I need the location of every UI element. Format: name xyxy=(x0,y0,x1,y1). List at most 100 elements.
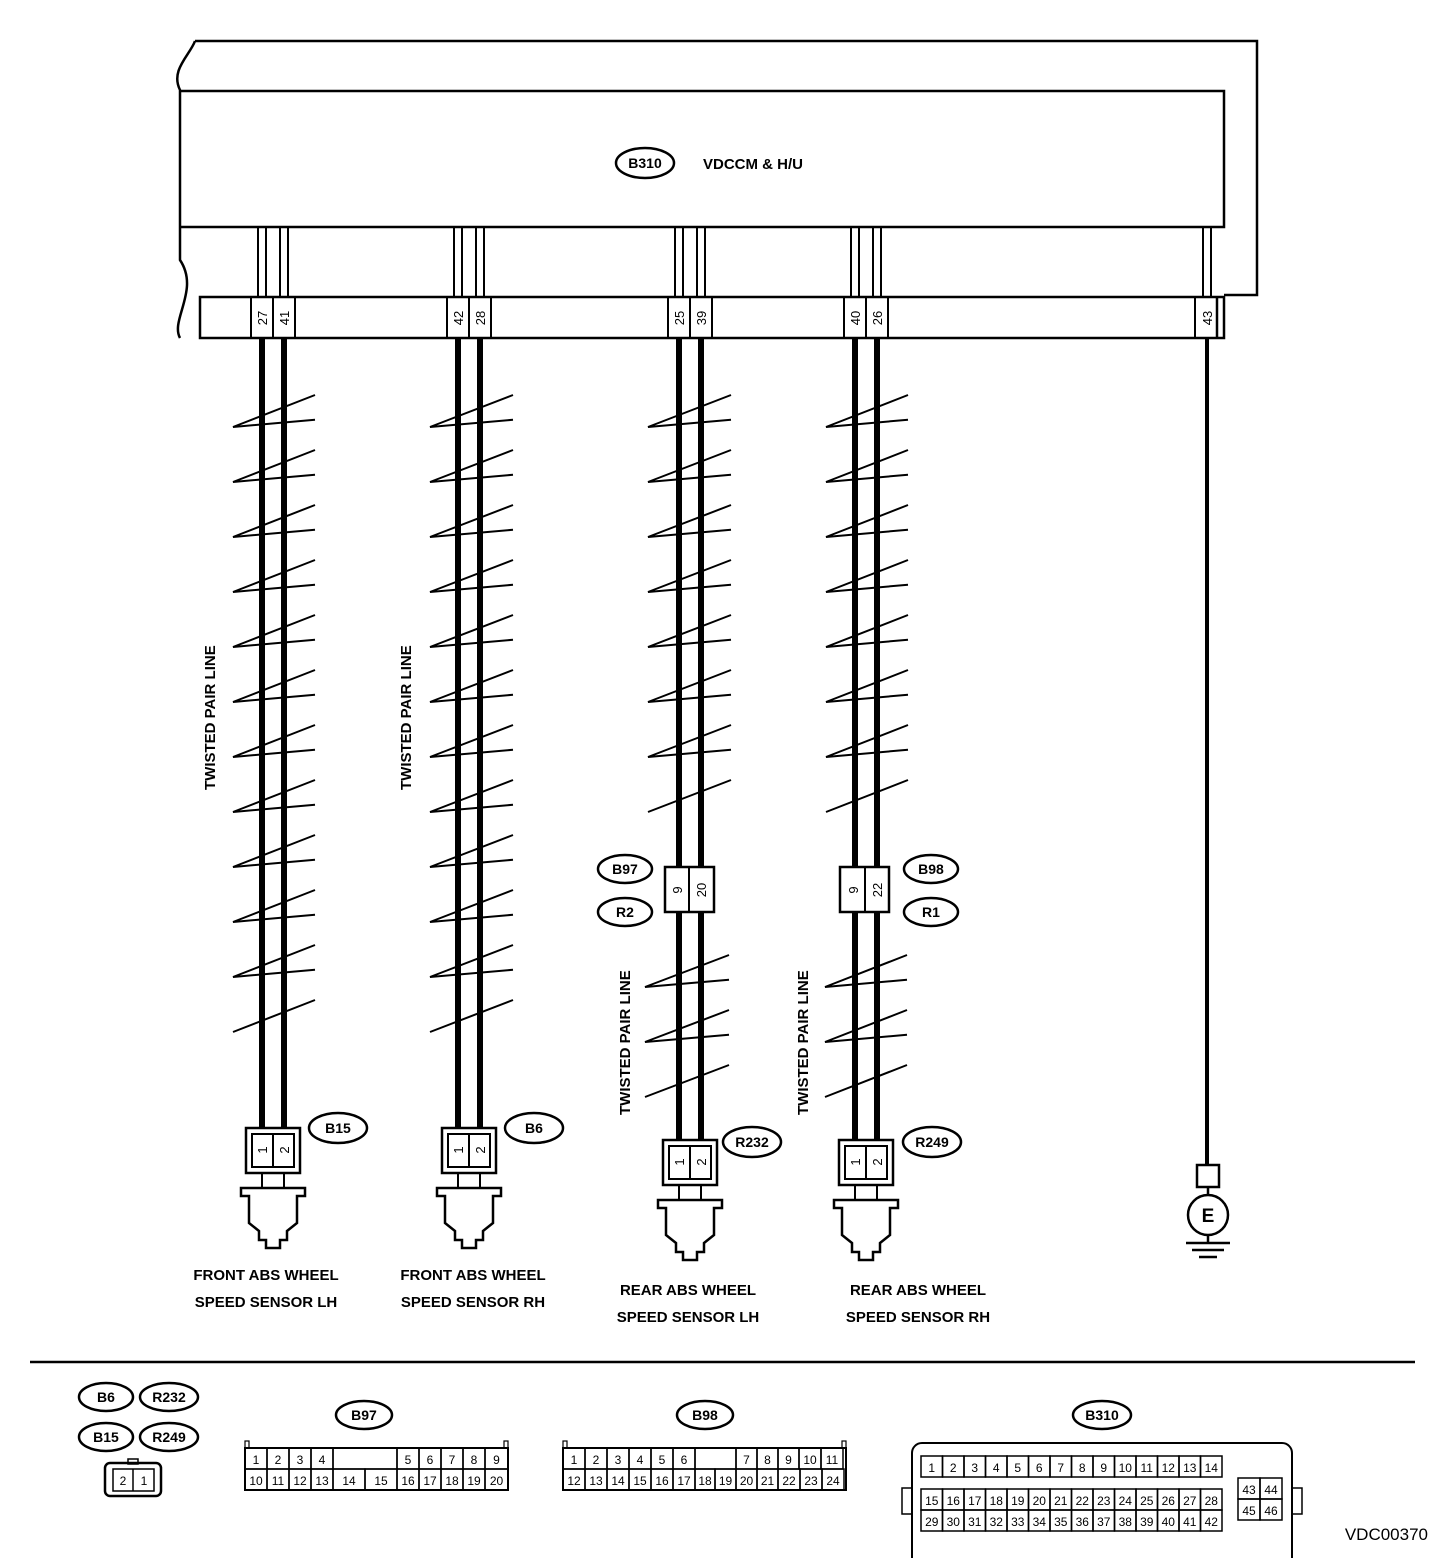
sensor-tag-oval xyxy=(307,1111,369,1145)
sensor-body xyxy=(435,1186,503,1250)
header-pin-27: 27 xyxy=(255,311,270,325)
legend-b310-r1-pin-9: 9 xyxy=(1100,1461,1107,1475)
twist-front-lh xyxy=(232,394,316,1033)
junction-b97-pin-b: 20 xyxy=(694,883,709,897)
legend-b310-r1-pin-6: 6 xyxy=(1036,1461,1043,1475)
legend-b97-r1-pin-2: 2 xyxy=(275,1453,282,1467)
legend-b310-r2-pin-24: 24 xyxy=(1119,1494,1133,1508)
legend-b97-r2-pin-11: 11 xyxy=(272,1474,285,1488)
sensor-name-line1: REAR ABS WHEEL xyxy=(850,1282,986,1299)
legend-b310-r2-pin-20: 20 xyxy=(1033,1494,1047,1508)
diagram-code: VDC00370 xyxy=(1345,1525,1428,1544)
legend-b98-r1-pin-1: 1 xyxy=(571,1453,578,1467)
legend-b98-r1-pin-11: 11 xyxy=(826,1453,839,1467)
junction-b97: 9 20 B97 R2 xyxy=(596,853,716,928)
legend-b98-r2-pin-19: 19 xyxy=(719,1474,733,1488)
sensor-name-line2: SPEED SENSOR LH xyxy=(617,1309,760,1326)
legend-b98-r2-pin-15: 15 xyxy=(633,1474,647,1488)
legend-b98-r2-pin-17: 17 xyxy=(677,1474,691,1488)
module-body xyxy=(180,89,1226,229)
sensor-connector-frame xyxy=(244,1126,302,1175)
legend-b97-r1-pin-9: 9 xyxy=(493,1453,500,1467)
sensor-pin-2: 2 xyxy=(870,1158,885,1165)
legend-b97-r2-pin-19: 19 xyxy=(467,1474,481,1488)
legend-b97-r2-pin-20: 20 xyxy=(490,1474,504,1488)
legend-b97-r1-pin-4: 4 xyxy=(319,1453,326,1467)
header-pin-26: 26 xyxy=(870,311,885,325)
legend-b310-r3-pin-32: 32 xyxy=(990,1515,1004,1529)
sensor-body xyxy=(832,1198,900,1262)
legend-b98-r2-pin-14: 14 xyxy=(611,1474,625,1488)
twist-rear-lh-lower xyxy=(644,954,730,1098)
sensor-name-line2: SPEED SENSOR LH xyxy=(195,1294,338,1311)
module-frame xyxy=(176,39,1259,339)
legend-b310-r3-cell xyxy=(1199,1509,1223,1532)
sensor-name-line2: SPEED SENSOR RH xyxy=(846,1309,990,1326)
legend-b310-r3-pin-36: 36 xyxy=(1076,1515,1090,1529)
legend-b310-r3-pin-42: 42 xyxy=(1205,1515,1219,1529)
legend-b310-r1-pin-10: 10 xyxy=(1119,1461,1133,1475)
legend-b310-r1-pin-1: 1 xyxy=(928,1461,935,1475)
legend-b310-r1-pin-4: 4 xyxy=(993,1461,1000,1475)
legend-b310-r2-pin-26: 26 xyxy=(1162,1494,1176,1508)
sensor-tag: B6 xyxy=(525,1120,543,1136)
legend-b310-r3-pin-35: 35 xyxy=(1054,1515,1068,1529)
sensor-connector-frame xyxy=(837,1138,895,1187)
legend-b97-r1-pin-8: 8 xyxy=(471,1453,478,1467)
legend-b310-r3-pin-38: 38 xyxy=(1119,1515,1133,1529)
legend-b98-r1-cell xyxy=(694,1447,737,1470)
legend-b310-r1-pin-5: 5 xyxy=(1014,1461,1021,1475)
legend-b310-r2-pin-27: 27 xyxy=(1183,1494,1197,1508)
junction-r2-tag: R2 xyxy=(616,904,634,920)
legend-b98-tag-oval xyxy=(675,1399,735,1431)
legend-b98-r1-pin-8: 8 xyxy=(764,1453,771,1467)
legend-b97-r2-pin-13: 13 xyxy=(315,1474,329,1488)
legend-b310-r2-pin-17: 17 xyxy=(968,1494,982,1508)
sensor-pin-1: 1 xyxy=(255,1146,270,1153)
legend-b310-r2-pin-28: 28 xyxy=(1205,1494,1219,1508)
legend-b310-r1-cell xyxy=(1199,1455,1223,1478)
legend-b310-r3-pin-30: 30 xyxy=(947,1515,961,1529)
header-pin-42: 42 xyxy=(451,311,466,325)
legend-b310-r1-pin-7: 7 xyxy=(1057,1461,1064,1475)
legend-b310-side1-pin-43: 43 xyxy=(1242,1483,1256,1497)
legend-sensor-connector: B6 R232 B15 R249 2 1 xyxy=(77,1381,200,1498)
legend-b310-r3-pin-33: 33 xyxy=(1011,1515,1025,1529)
legend-b97-r2-cell xyxy=(484,1468,509,1491)
legend-small-pin-a: 2 xyxy=(120,1474,127,1488)
junction-b97-tag: B97 xyxy=(612,861,638,877)
legend-b98-r1-pin-4: 4 xyxy=(637,1453,644,1467)
legend-small-pin-b: 1 xyxy=(141,1474,148,1488)
junction-r1-tag: R1 xyxy=(922,904,940,920)
sensor-name-line1: REAR ABS WHEEL xyxy=(620,1282,756,1299)
twist-rear-rh-lower xyxy=(824,954,908,1098)
legend-b310-r2-pin-19: 19 xyxy=(1011,1494,1025,1508)
legend-b98-r2-pin-12: 12 xyxy=(567,1474,581,1488)
sensor-pin-2: 2 xyxy=(277,1146,292,1153)
ground-label: E xyxy=(1202,1206,1215,1227)
sensor-body xyxy=(656,1198,724,1262)
sensor-tag: B15 xyxy=(325,1120,351,1136)
legend-b98-r2-cell xyxy=(821,1468,845,1491)
legend-b310-side2-cell xyxy=(1259,1498,1283,1521)
legend-tag-r249: R249 xyxy=(152,1429,186,1445)
legend-b310-r2-pin-21: 21 xyxy=(1054,1494,1068,1508)
legend-b98-r1-pin-10: 10 xyxy=(803,1453,817,1467)
legend-b98-r1-pin-2: 2 xyxy=(593,1453,600,1467)
header-pin-40: 40 xyxy=(848,311,863,325)
legend-b98-r2-pin-16: 16 xyxy=(655,1474,669,1488)
legend-b310-side1-pin-44: 44 xyxy=(1264,1483,1278,1497)
sensor-tag-oval xyxy=(503,1111,565,1145)
legend-b310-r3-pin-37: 37 xyxy=(1097,1515,1111,1529)
legend-b97-r2-pin-12: 12 xyxy=(293,1474,307,1488)
legend-b310-r1-pin-12: 12 xyxy=(1162,1461,1176,1475)
ground-symbol xyxy=(1186,1163,1230,1259)
sensor-pin-1: 1 xyxy=(451,1146,466,1153)
